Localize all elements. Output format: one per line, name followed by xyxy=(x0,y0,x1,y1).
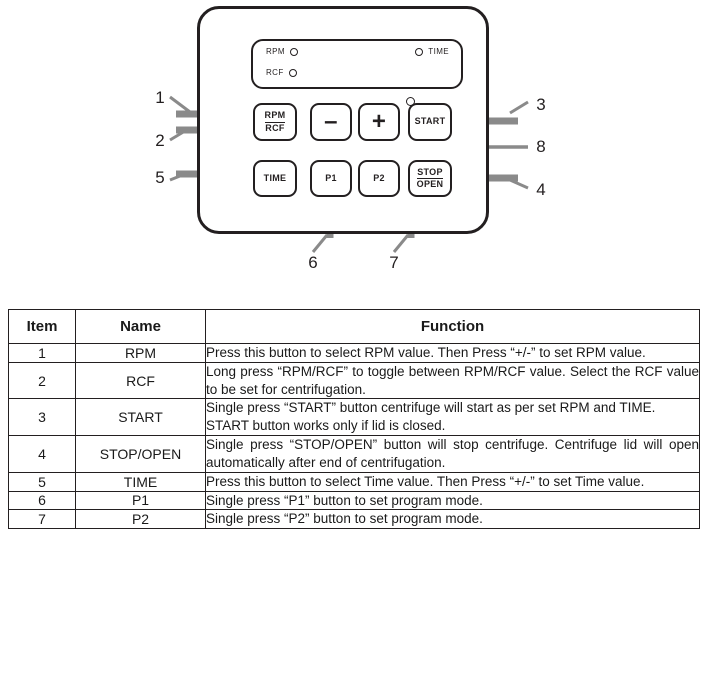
cell-item: 3 xyxy=(8,398,76,437)
callout-number-2: 2 xyxy=(155,131,165,150)
column-header-item: Item xyxy=(8,309,76,344)
control-panel-diagram: RPM RCF TIME RPM RCF – + START TIME P1 P… xyxy=(0,0,707,292)
rpm-rcf-button-label-top: RPM xyxy=(264,110,286,123)
cell-item: 6 xyxy=(8,490,76,511)
cell-item: 1 xyxy=(8,343,76,363)
led-display-strip: RPM RCF TIME xyxy=(251,39,463,89)
button-function-table: Item Name Function 1 RPM Press this butt… xyxy=(8,309,700,530)
led-indicator-circle-rpm xyxy=(289,47,298,56)
minus-button[interactable]: – xyxy=(310,103,352,141)
cell-name: START xyxy=(75,398,206,437)
cell-item: 2 xyxy=(8,361,76,400)
led-indicator-time: TIME xyxy=(415,47,449,56)
led-label-rpm: RPM xyxy=(266,47,285,56)
plus-icon: + xyxy=(371,107,387,135)
cell-name: RCF xyxy=(75,361,206,400)
cell-function: Press this button to select RPM value. T… xyxy=(205,343,700,363)
table-row: 3 START Single press “START” button cent… xyxy=(8,398,700,437)
p1-button[interactable]: P1 xyxy=(310,160,352,197)
led-label-rcf: RCF xyxy=(266,68,284,77)
callout-number-4: 4 xyxy=(536,180,546,199)
plus-button[interactable]: + xyxy=(358,103,400,141)
cell-function: Single press “P2” button to set program … xyxy=(205,509,700,530)
table-row: 1 RPM Press this button to select RPM va… xyxy=(8,343,700,363)
callout-number-7: 7 xyxy=(389,253,399,272)
column-header-name: Name xyxy=(75,309,206,344)
column-header-function: Function xyxy=(205,309,700,344)
cell-function: Single press “P1” button to set program … xyxy=(205,490,700,511)
cell-function: Long press “RPM/RCF” to toggle between R… xyxy=(205,361,700,400)
p2-button[interactable]: P2 xyxy=(358,160,400,197)
stop-open-button-label-bottom: OPEN xyxy=(416,179,444,189)
time-button[interactable]: TIME xyxy=(253,160,297,197)
callout-number-6: 6 xyxy=(308,253,318,272)
cell-item: 4 xyxy=(8,435,76,473)
table-row: 5 TIME Press this button to select Time … xyxy=(8,471,700,492)
led-indicator-circle-time xyxy=(415,47,424,56)
cell-name: TIME xyxy=(75,471,206,492)
time-button-label: TIME xyxy=(263,172,287,183)
rpm-rcf-button[interactable]: RPM RCF xyxy=(253,103,297,141)
p2-button-label: P2 xyxy=(373,172,385,183)
cell-item: 7 xyxy=(8,509,76,530)
callout-number-3: 3 xyxy=(536,95,546,114)
cell-function: Press this button to select Time value. … xyxy=(205,471,700,492)
callout-number-1: 1 xyxy=(155,88,165,107)
cell-name: RPM xyxy=(75,343,206,363)
led-indicator-rcf: RCF xyxy=(266,68,297,77)
cell-name: STOP/OPEN xyxy=(75,435,206,473)
led-indicator-circle-rcf xyxy=(288,68,297,77)
callout-number-5: 5 xyxy=(155,168,165,187)
rpm-rcf-button-label-bottom: RCF xyxy=(265,122,285,133)
cell-function: Single press “STOP/OPEN” button will sto… xyxy=(205,435,700,473)
start-button[interactable]: START xyxy=(408,103,452,141)
cell-function: Single press “START” button centrifuge w… xyxy=(205,398,700,437)
table-row: 4 STOP/OPEN Single press “STOP/OPEN” but… xyxy=(8,435,700,473)
stop-open-button-label-top: STOP xyxy=(417,167,443,179)
table-row: 7 P2 Single press “P2” button to set pro… xyxy=(8,509,700,530)
cell-item: 5 xyxy=(8,471,76,492)
table-row: 2 RCF Long press “RPM/RCF” to toggle bet… xyxy=(8,361,700,400)
start-button-label: START xyxy=(414,116,446,127)
p1-button-label: P1 xyxy=(325,172,337,183)
cell-name: P2 xyxy=(75,509,206,530)
table-row: 6 P1 Single press “P1” button to set pro… xyxy=(8,490,700,511)
table-header-row: Item Name Function xyxy=(8,309,700,344)
stop-open-button[interactable]: STOP OPEN xyxy=(408,160,452,197)
led-indicator-rpm: RPM xyxy=(266,47,298,56)
cell-name: P1 xyxy=(75,490,206,511)
callout-number-8: 8 xyxy=(536,137,546,156)
led-label-time: TIME xyxy=(428,47,449,56)
minus-icon: – xyxy=(324,107,338,135)
